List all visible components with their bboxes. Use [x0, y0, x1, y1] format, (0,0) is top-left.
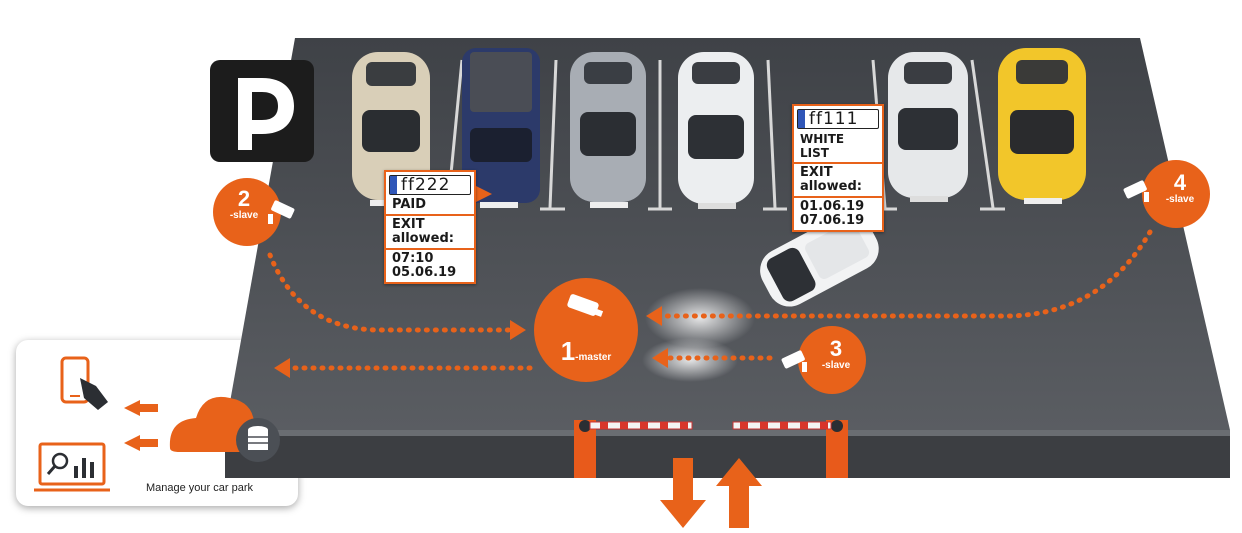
- license-plate: ff111: [797, 109, 879, 129]
- lot-edge-highlight: [225, 430, 1230, 436]
- camera-3-label: 3 -slave: [821, 336, 851, 372]
- connection-arrowheads: [274, 306, 668, 378]
- camera-2-label: 2 -slave: [229, 186, 259, 222]
- tag-paid-exit: EXIT allowed:: [386, 214, 474, 248]
- parked-car-4: [678, 52, 754, 209]
- moving-white-car: [760, 212, 879, 307]
- parking-sign-icon: [210, 60, 314, 162]
- parked-pickup-truck: [462, 48, 540, 208]
- tag-whitelist-status: WHITE LIST: [800, 132, 845, 160]
- camera-1-label: 1-master: [560, 336, 612, 366]
- tag-paid-time: 07:10 05.06.19: [386, 248, 474, 282]
- camera-icon: [268, 200, 295, 224]
- panel-arrows: [124, 400, 158, 451]
- monitor-search-icon: [34, 442, 110, 492]
- camera-icon: [781, 350, 807, 372]
- camera-badge-2: [213, 178, 295, 246]
- camera-connections: [267, 229, 1153, 371]
- tag-whitelist: ff111 WHITE LIST EXIT allowed: 01.06.19 …: [792, 104, 884, 232]
- camera-4-label: 4 -slave: [1165, 170, 1195, 206]
- headlight-glow: [645, 288, 755, 348]
- parked-car-3: [570, 52, 646, 208]
- database-icon: [236, 418, 280, 462]
- lot-front-edge: [225, 430, 1230, 478]
- camera-badge-4: [1123, 160, 1210, 228]
- tag-paid-status: PAID: [392, 197, 427, 212]
- tag-paid-pointer: [476, 186, 492, 202]
- parked-car-6-yellow: [998, 48, 1086, 204]
- entry-arrow-icon: [716, 458, 762, 528]
- barrier-gate-icon: [574, 420, 848, 478]
- parked-car-5: [888, 52, 968, 202]
- exit-arrow-icon: [660, 458, 706, 528]
- manage-panel-caption: Manage your car park: [146, 482, 253, 494]
- tag-paid: ff222 PAID EXIT allowed: 07:10 05.06.19: [384, 170, 476, 284]
- parked-car-1: [352, 52, 430, 206]
- smartphone-touch-icon: [60, 356, 108, 410]
- license-plate: ff222: [389, 175, 471, 195]
- tag-whitelist-exit: EXIT allowed:: [794, 162, 882, 196]
- camera-badge-3: [781, 326, 866, 394]
- tag-whitelist-dates: 01.06.19 07.06.19: [794, 196, 882, 230]
- camera-badge-1: [534, 278, 638, 382]
- camera-icon: [1123, 180, 1149, 202]
- camera-icon: [567, 294, 604, 317]
